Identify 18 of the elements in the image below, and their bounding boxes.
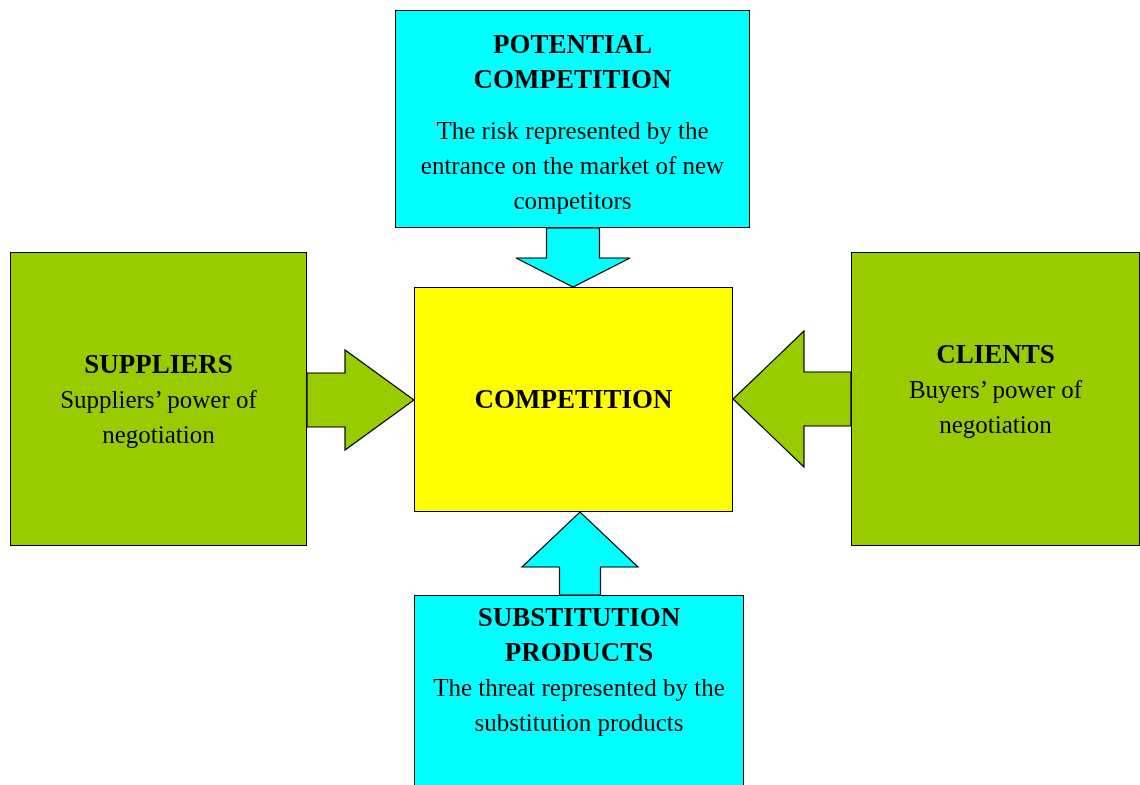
force-box — [10, 252, 307, 546]
box-description: Suppliers’ power of negotiation — [59, 384, 258, 450]
box-heading: POTENTIAL COMPETITION — [472, 28, 673, 96]
block-arrow — [732, 329, 852, 469]
block-arrow — [306, 348, 416, 452]
box-heading: SUBSTITUTION PRODUCTS — [476, 601, 682, 669]
box-heading: SUPPLIERS — [84, 347, 233, 381]
box-heading: CLIENTS — [936, 337, 1055, 371]
block-arrow — [520, 511, 640, 596]
box-description: The threat represented by the substitution products — [432, 673, 726, 738]
threat-box — [414, 595, 744, 785]
force-box — [851, 252, 1140, 546]
box-description: Buyers’ power of negotiation — [907, 374, 1084, 440]
box-description: The risk represented by the entrance on the market of new competitors — [419, 116, 726, 216]
threat-box — [395, 10, 750, 228]
box-heading: COMPETITION — [474, 383, 673, 416]
central-box — [414, 287, 733, 512]
block-arrow — [515, 227, 631, 288]
